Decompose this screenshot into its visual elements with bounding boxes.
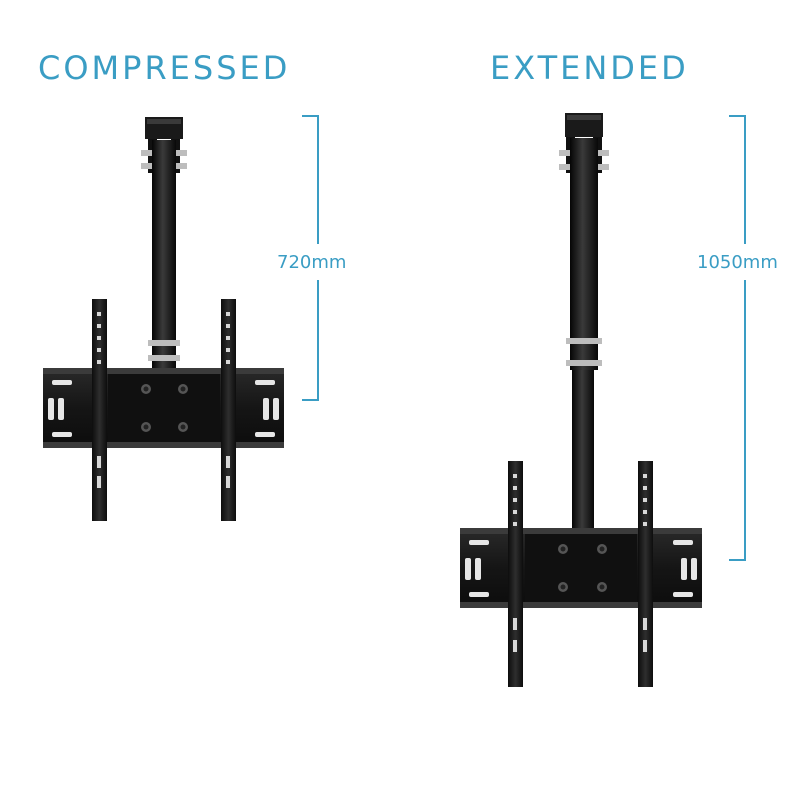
extended-mount (460, 113, 702, 687)
extended-heading: EXTENDED (490, 49, 689, 87)
compressed-dimension-label: 720mm (277, 252, 347, 273)
compressed-dimension-bracket (302, 115, 319, 401)
extended-dimension-bracket (729, 115, 746, 561)
compressed-mount (43, 117, 284, 521)
compressed-heading: COMPRESSED (38, 49, 291, 87)
extended-dimension-label: 1050mm (697, 252, 778, 273)
